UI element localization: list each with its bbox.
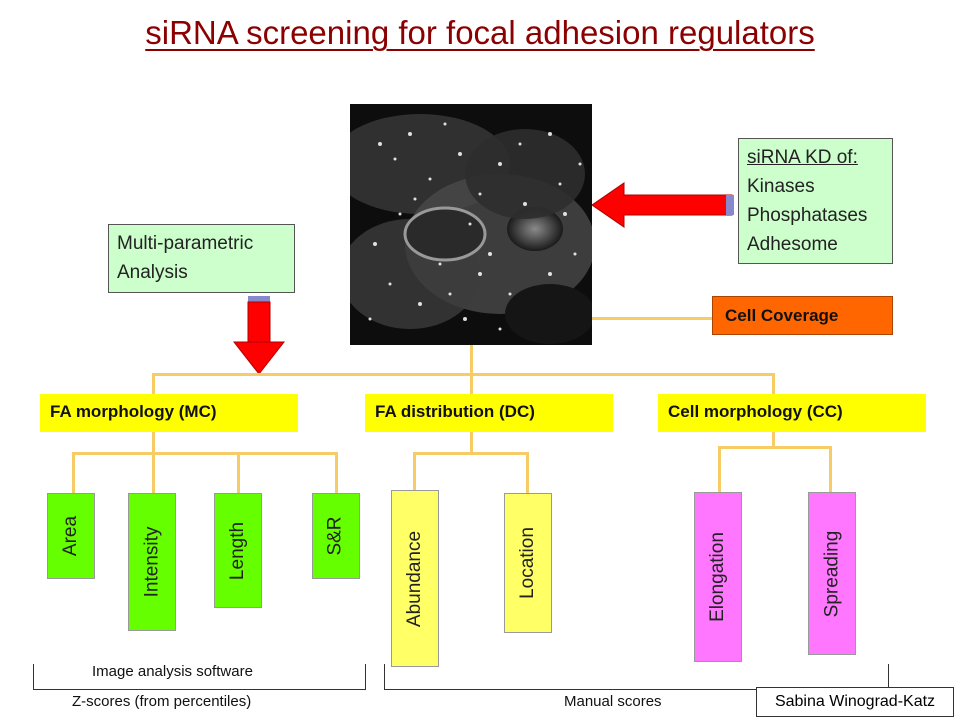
leaf-elongation: Elongation xyxy=(694,492,742,662)
knockdown-arrow xyxy=(592,182,734,228)
connector-mc-bar xyxy=(72,452,338,455)
leaf-elongation-label: Elongation xyxy=(707,532,729,622)
leaf-location: Location xyxy=(504,493,552,633)
knockdown-item-phosphatases: Phosphatases xyxy=(747,205,868,226)
knockdown-item-adhesome: Adhesome xyxy=(747,234,838,255)
bracket-label-manual: Manual scores xyxy=(564,693,662,710)
bracket-left xyxy=(33,664,366,690)
knockdown-box: siRNA KD of: Kinases Phosphatases Adheso… xyxy=(738,138,893,264)
connector-mc-area xyxy=(72,452,75,493)
leaf-spreading: Spreading xyxy=(808,492,856,655)
category-fa-distribution: FA distribution (DC) xyxy=(365,394,613,432)
connector-cc-drop xyxy=(772,373,775,394)
leaf-intensity-label: Intensity xyxy=(141,526,163,598)
page-title: siRNA screening for focal adhesion regul… xyxy=(145,14,815,51)
connector-dc-abundance xyxy=(413,452,416,490)
leaf-length: Length xyxy=(214,493,262,608)
analysis-arrow xyxy=(232,296,286,375)
knockdown-item-kinases: Kinases xyxy=(747,176,815,197)
cell-coverage-box: Cell Coverage xyxy=(712,296,893,335)
connector-mc-length xyxy=(237,452,240,493)
connector-dc-bar xyxy=(413,452,529,455)
leaf-location-label: Location xyxy=(517,527,538,599)
author-box: Sabina Winograd-Katz xyxy=(756,687,954,717)
connector-cc-stem xyxy=(772,432,775,448)
connector-mc-intensity xyxy=(152,452,155,493)
leaf-length-label: Length xyxy=(227,521,248,580)
connector-mc-drop xyxy=(152,373,155,394)
leaf-intensity: Intensity xyxy=(128,493,176,631)
connector-mc-stem xyxy=(152,432,155,454)
analysis-line-1: Multi-parametric xyxy=(117,233,254,254)
category-cell-morphology: Cell morphology (CC) xyxy=(658,394,926,432)
connector-dc-stem xyxy=(470,432,473,454)
leaf-area: Area xyxy=(47,493,95,579)
connector-dc-location xyxy=(526,452,529,493)
connector-mc-sr xyxy=(335,452,338,493)
connector-cc-elongation xyxy=(718,446,721,492)
connector-coverage xyxy=(592,317,712,320)
leaf-abundance: Abundance xyxy=(391,490,439,667)
analysis-box: Multi-parametric Analysis xyxy=(108,224,295,293)
connector-dc-drop xyxy=(470,373,473,394)
leaf-abundance-label: Abundance xyxy=(404,530,425,627)
leaf-sr-label: S&R xyxy=(324,516,346,556)
connector-cc-bar xyxy=(718,446,832,449)
microscopy-image xyxy=(350,104,592,345)
knockdown-heading: siRNA KD of: xyxy=(747,147,858,168)
connector-image-stem xyxy=(470,345,473,375)
connector-cc-spreading xyxy=(829,446,832,492)
analysis-line-2: Analysis xyxy=(117,262,188,283)
bracket-label-z-scores: Z-scores (from percentiles) xyxy=(72,693,252,710)
leaf-spreading-label: Spreading xyxy=(821,530,842,617)
bracket-right xyxy=(384,664,889,690)
connector-top-bar xyxy=(152,373,775,376)
leaf-area-label: Area xyxy=(59,515,81,557)
category-fa-morphology: FA morphology (MC) xyxy=(40,394,298,432)
bracket-label-image-analysis: Image analysis software xyxy=(92,663,253,680)
leaf-sr: S&R xyxy=(312,493,360,579)
